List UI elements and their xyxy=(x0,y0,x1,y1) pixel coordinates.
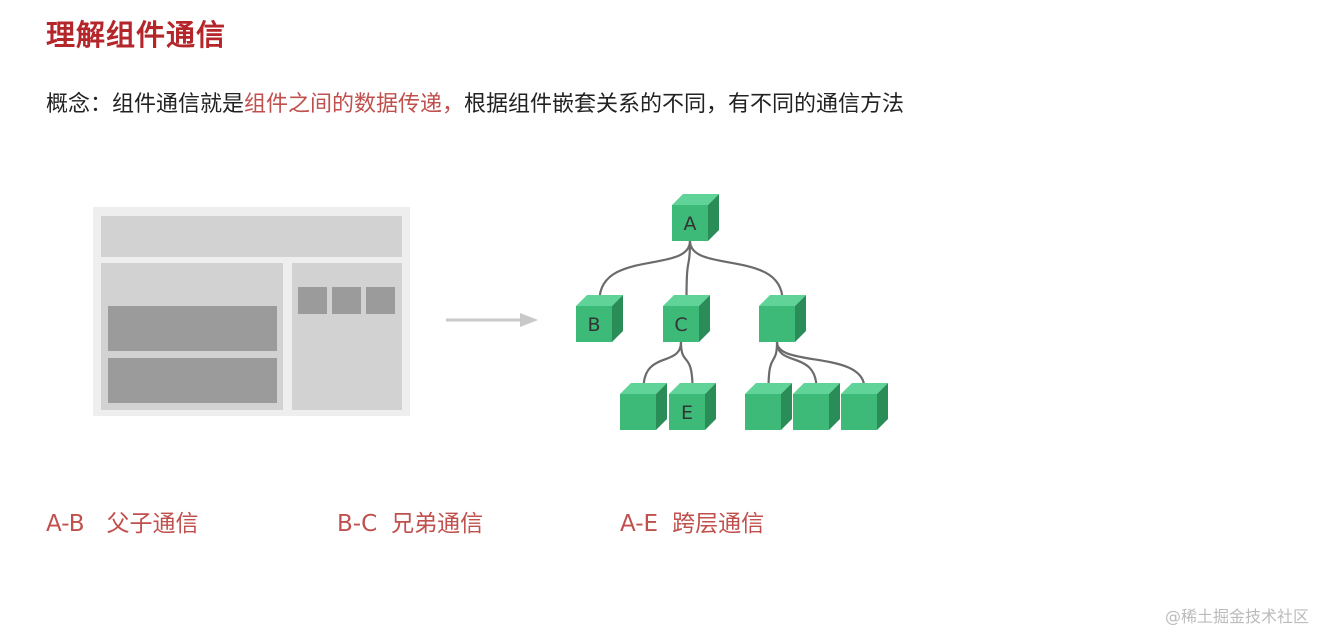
wireframe-side-item xyxy=(298,287,327,314)
cube-side-face xyxy=(699,295,710,342)
component-tree-diagram: A B C E xyxy=(576,194,888,430)
cube-front-face xyxy=(663,306,699,342)
cube-top-face xyxy=(672,194,719,205)
cube-front-face xyxy=(841,394,877,430)
watermark: @稀土掘金技术社区 xyxy=(1164,607,1309,626)
pair-a-b: A-B xyxy=(46,511,85,537)
cube-front-face xyxy=(793,394,829,430)
pair-b-c: B-C xyxy=(337,511,378,537)
tree-edge-a-b xyxy=(598,240,692,301)
tree-node-g xyxy=(793,383,840,430)
cube-top-face xyxy=(841,383,888,394)
cube-side-face xyxy=(708,194,719,241)
tree-node-b: B xyxy=(576,295,623,342)
cube-front-face xyxy=(620,394,656,430)
cube-side-face xyxy=(612,295,623,342)
type-parent-child: 父子通信 xyxy=(106,511,199,537)
tree-node-f xyxy=(745,383,792,430)
cube-top-face xyxy=(620,383,667,394)
cube-top-face xyxy=(663,295,710,306)
wireframe-side-item xyxy=(366,287,395,314)
cube-top-face xyxy=(793,383,840,394)
wireframe-side-panel xyxy=(292,263,402,410)
cube-side-face xyxy=(781,383,792,430)
wireframe-main-item xyxy=(108,358,277,403)
cross-level-label: A-E 跨层通信 xyxy=(620,504,764,538)
wireframe-main-item xyxy=(108,306,277,351)
tree-nodes: A B C E xyxy=(576,194,888,430)
cube-front-face xyxy=(576,306,612,342)
tree-node-a: A xyxy=(672,194,719,241)
tree-node-label-a: A xyxy=(684,213,697,235)
tree-node-r xyxy=(759,295,806,342)
right-arrow-icon xyxy=(446,313,538,327)
cube-front-face xyxy=(669,394,705,430)
type-sibling: 兄弟通信 xyxy=(391,511,484,537)
cube-top-face xyxy=(669,383,716,394)
page-layout-wireframe xyxy=(93,207,410,416)
tree-node-label-b: B xyxy=(587,314,600,336)
concept-suffix: 根据组件嵌套关系的不同，有不同的通信方法 xyxy=(464,92,905,117)
cube-top-face xyxy=(745,383,792,394)
cube-side-face xyxy=(656,383,667,430)
wireframe-header-block xyxy=(101,216,402,257)
tree-edges xyxy=(598,240,866,389)
tree-edge-c-e xyxy=(679,341,694,389)
tree-edge-c-d xyxy=(642,341,683,389)
tree-edge-r-g xyxy=(775,341,818,389)
type-cross-level: 跨层通信 xyxy=(672,511,765,537)
wireframe-side-item xyxy=(332,287,361,314)
parent-child-label: A-B 父子通信 xyxy=(46,504,199,538)
tree-node-c: C xyxy=(663,295,710,342)
cube-front-face xyxy=(759,306,795,342)
tree-edge-r-h xyxy=(775,341,866,389)
cube-top-face xyxy=(576,295,623,306)
concept-text: 概念：组件通信就是组件之间的数据传递，根据组件嵌套关系的不同，有不同的通信方法 xyxy=(46,86,904,118)
cube-side-face xyxy=(877,383,888,430)
pair-a-e: A-E xyxy=(620,511,659,537)
tree-node-d xyxy=(620,383,667,430)
cube-side-face xyxy=(705,383,716,430)
tree-node-label-e: E xyxy=(681,402,693,424)
tree-edge-a-c xyxy=(685,240,692,301)
cube-front-face xyxy=(672,205,708,241)
page-title: 理解组件通信 xyxy=(46,18,227,52)
tree-node-h xyxy=(841,383,888,430)
cube-top-face xyxy=(759,295,806,306)
tree-edge-r-f xyxy=(767,341,779,389)
tree-edge-a-r xyxy=(688,240,784,301)
concept-prefix: 概念：组件通信就是 xyxy=(46,92,245,117)
concept-highlight: 组件之间的数据传递， xyxy=(244,92,465,117)
cube-front-face xyxy=(745,394,781,430)
cube-side-face xyxy=(829,383,840,430)
tree-node-e: E xyxy=(669,383,716,430)
cube-side-face xyxy=(795,295,806,342)
tree-node-label-c: C xyxy=(674,314,687,336)
sibling-label: B-C 兄弟通信 xyxy=(337,504,483,538)
